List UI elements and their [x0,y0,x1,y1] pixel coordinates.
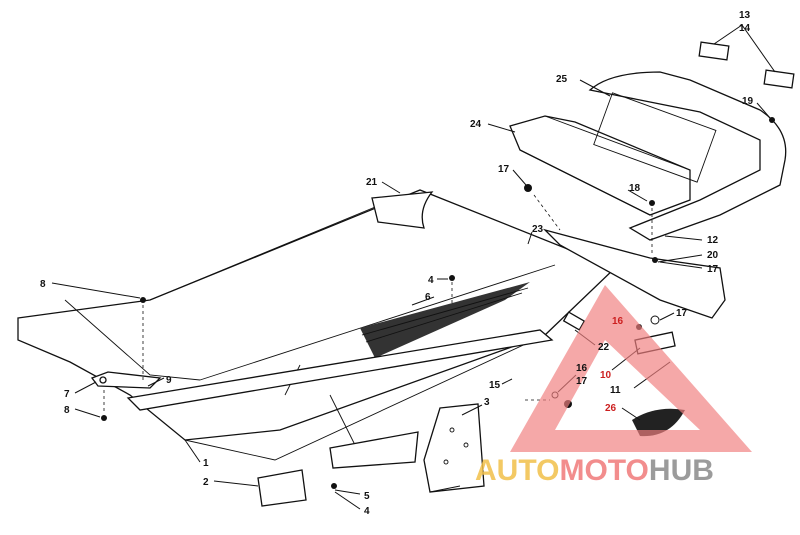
watermark-triangle-icon [510,285,752,452]
svg-text:AUTOMOTOHUB: AUTOMOTOHUB [475,454,714,487]
callout-17-right: 17 [707,264,719,275]
watermark: AUTOMOTOHUB [475,285,752,487]
callout-17-top: 17 [498,164,510,175]
callout-labels: 13 14 25 19 24 17 18 21 23 12 20 17 4 8 … [40,10,754,517]
callout-4-top: 4 [428,275,434,286]
callout-2: 2 [203,477,209,488]
callout-22: 22 [598,342,610,353]
callout-17-bracket: 17 [576,376,588,387]
callout-8-top: 8 [40,279,46,290]
hood-panel [17,189,617,461]
callout-14: 14 [739,23,751,34]
callout-17-mid: 17 [676,308,688,319]
rear-guard [542,228,726,319]
emblem [632,408,685,437]
callout-18: 18 [629,183,641,194]
watermark-text-hub: HUB [649,454,714,487]
callout-23: 23 [532,224,544,235]
callout-11: 11 [610,385,621,396]
callout-20: 20 [707,250,719,261]
callout-6: 6 [425,292,431,303]
callout-24: 24 [470,119,482,130]
callout-10-red: 10 [600,370,612,381]
callout-12: 12 [707,235,719,246]
access-plate [329,431,419,469]
callout-3: 3 [484,397,490,408]
callout-16: 16 [576,363,588,374]
callout-5: 5 [364,491,370,502]
callout-25: 25 [556,74,568,85]
spacer-tube [562,311,586,331]
callout-16-red: 16 [612,316,624,327]
callout-26-red: 26 [605,403,617,414]
deflector-strip [360,282,530,358]
callout-4-bottom: 4 [364,506,370,517]
side-bracket [423,403,485,493]
callout-21: 21 [366,177,378,188]
decal-plates [698,41,795,89]
upper-fin [371,191,434,229]
watermark-text-moto: MOTO [559,454,648,487]
callout-15: 15 [489,380,501,391]
watermark-text-auto: AUTO [475,454,559,487]
callout-13: 13 [739,10,751,21]
callout-9: 9 [166,375,172,386]
callout-7: 7 [64,389,70,400]
callout-1: 1 [203,458,209,469]
cover-plate [257,469,307,507]
rear-rack [509,71,787,241]
callout-8-bottom: 8 [64,405,70,416]
side-rail [126,329,554,411]
callout-19: 19 [742,96,754,107]
